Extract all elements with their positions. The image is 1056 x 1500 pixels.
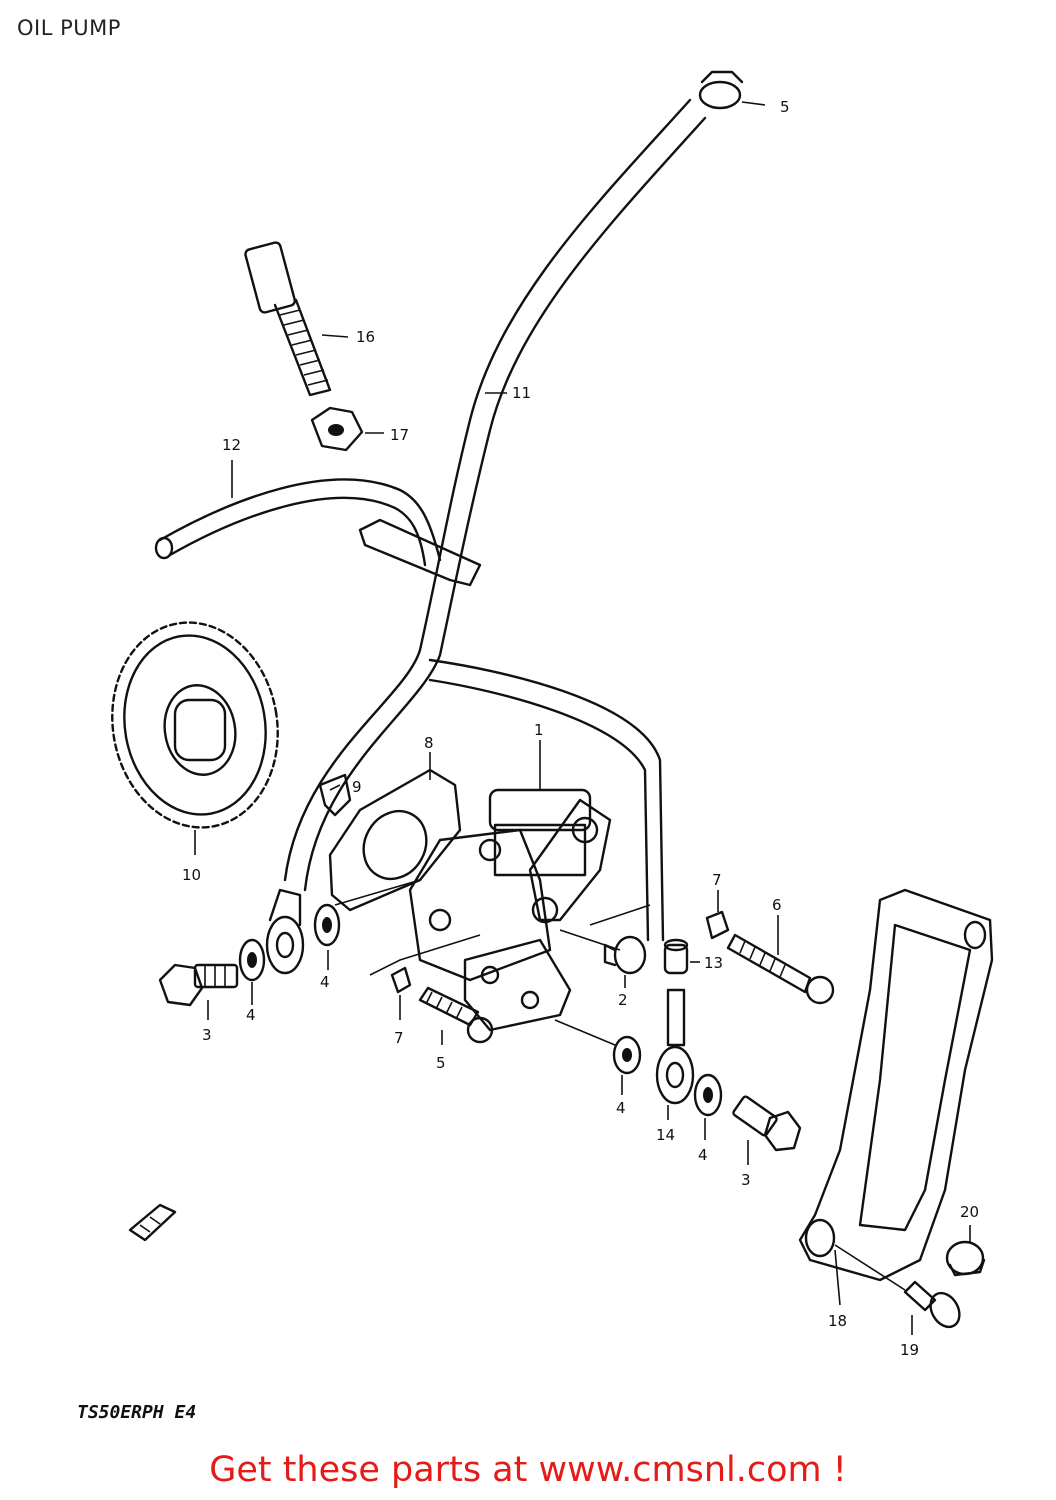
- callout-3-right: 3: [741, 1171, 751, 1189]
- bolt-6[interactable]: [726, 933, 835, 1005]
- callout-18: 18: [828, 1312, 847, 1330]
- nut-17[interactable]: [310, 406, 364, 452]
- small-part-lower-left: [128, 1203, 177, 1242]
- bracket-9[interactable]: [318, 773, 352, 817]
- screw-5[interactable]: [418, 986, 494, 1044]
- callout-4-a: 4: [320, 973, 330, 991]
- callout-20: 20: [960, 1203, 979, 1221]
- oil-hose-11[interactable]: [283, 98, 707, 942]
- drive-gear-10[interactable]: [96, 609, 293, 840]
- callout-2: 2: [618, 991, 628, 1009]
- joint-13[interactable]: [663, 938, 689, 975]
- callout-17: 17: [390, 426, 409, 444]
- stud-bolt-16[interactable]: [244, 241, 332, 397]
- callout-11: 11: [512, 384, 531, 402]
- callout-6: 6: [772, 896, 782, 914]
- banjo-fitting-14[interactable]: [655, 988, 695, 1105]
- washer-4-right-a[interactable]: [612, 1035, 642, 1075]
- callout-10: 10: [182, 866, 201, 884]
- gasket-8[interactable]: [328, 768, 462, 912]
- banjo-fitting-left[interactable]: [265, 888, 305, 975]
- hose-clip-5[interactable]: [698, 70, 744, 110]
- callout-9: 9: [352, 778, 362, 796]
- washer-4-left-b[interactable]: [313, 903, 341, 947]
- cap-2[interactable]: [603, 935, 647, 975]
- callout-16: 16: [356, 328, 375, 346]
- callout-12: 12: [222, 436, 241, 454]
- leader-lines: [194, 101, 971, 1335]
- callout-4-c: 4: [616, 1099, 626, 1117]
- clip-7-left[interactable]: [390, 966, 412, 994]
- hose-guide-bracket: [358, 518, 482, 587]
- washer-4-right-b[interactable]: [693, 1073, 723, 1117]
- washer-4-left-a[interactable]: [238, 938, 266, 982]
- cap-20[interactable]: [945, 1240, 986, 1277]
- callout-4-d: 4: [698, 1146, 708, 1164]
- model-code: TS50ERPH E4: [77, 1402, 197, 1423]
- page-title: OIL PUMP: [17, 16, 121, 40]
- callout-14: 14: [656, 1126, 675, 1144]
- callout-7-left: 7: [394, 1029, 404, 1047]
- footer-link[interactable]: Get these parts at www.cmsnl.com !: [209, 1450, 847, 1490]
- callout-1: 1: [534, 721, 544, 739]
- callout-19: 19: [900, 1341, 919, 1359]
- screw-19[interactable]: [903, 1280, 965, 1332]
- banjo-bolt-3-left[interactable]: [158, 963, 239, 1007]
- clip-7-right[interactable]: [705, 910, 730, 940]
- pump-cover-18[interactable]: [798, 888, 994, 1282]
- callout-8: 8: [424, 734, 434, 752]
- callout-4-b: 4: [246, 1006, 256, 1024]
- hose-12[interactable]: [154, 478, 442, 567]
- callout-5: 5: [780, 98, 790, 116]
- callout-3-left: 3: [202, 1026, 212, 1044]
- callout-13: 13: [704, 954, 723, 972]
- oil-pump-body-1[interactable]: [408, 788, 612, 1032]
- callout-5-screw: 5: [436, 1054, 446, 1072]
- banjo-bolt-3-right[interactable]: [732, 1095, 802, 1152]
- callout-7-right: 7: [712, 871, 722, 889]
